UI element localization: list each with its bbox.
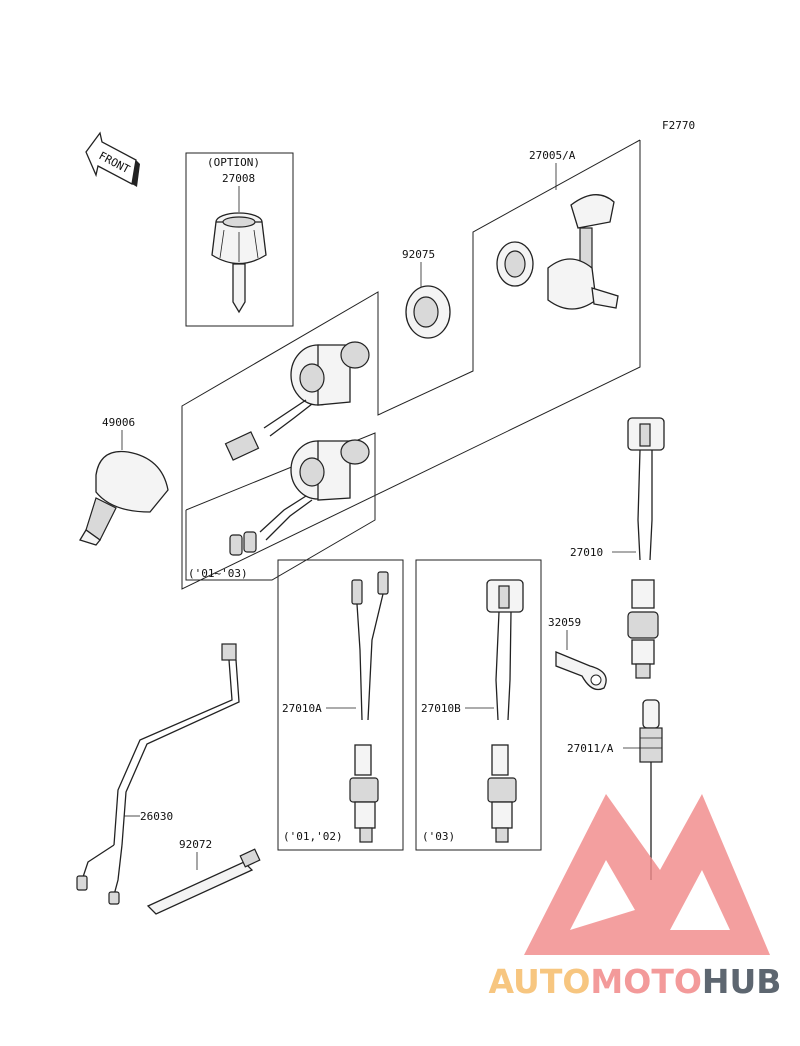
cable-tie-92072 <box>146 848 261 915</box>
front-arrow-icon: FRONT <box>85 131 140 187</box>
ignition-switch-upper <box>224 341 370 461</box>
option-box <box>185 152 294 327</box>
watermark-logo-icon <box>524 794 770 955</box>
label-27008: 27008 <box>222 172 255 185</box>
box-27010A <box>277 559 404 851</box>
label-92075: 92075 <box>402 248 435 261</box>
lock-cylinder-parts <box>496 194 619 310</box>
watermark-wordmark: AUTOMOTOHUB <box>470 962 800 1002</box>
option-note: (OPTION) <box>207 156 260 169</box>
label-32059: 32059 <box>548 616 581 629</box>
cap-49006 <box>79 450 169 546</box>
note-years-01-03: ('01~'03) <box>188 567 248 580</box>
bracket-32059 <box>555 651 607 691</box>
ignition-switch-lower <box>229 439 370 556</box>
figure-code: F2770 <box>662 119 695 132</box>
label-27010A: 27010A <box>282 702 322 715</box>
switch-27010A <box>349 571 389 843</box>
label-27005: 27005/A <box>529 149 576 162</box>
label-27011: 27011/A <box>567 742 614 755</box>
sensor-27011 <box>639 699 663 880</box>
watermark-hub: HUB <box>701 962 782 1001</box>
label-49006: 49006 <box>102 416 135 429</box>
key-27008 <box>211 212 267 314</box>
note-years-03: ('03) <box>422 830 455 843</box>
watermark-moto: MOTO <box>590 962 702 1001</box>
note-years-01-02: ('01,'02) <box>283 830 343 843</box>
harness-26030 <box>76 643 240 905</box>
label-92072: 92072 <box>179 838 212 851</box>
label-26030: 26030 <box>140 810 173 823</box>
seal-92075 <box>405 285 451 339</box>
label-27010: 27010 <box>570 546 603 559</box>
switch-27010B <box>486 579 524 843</box>
watermark-auto: AUTO <box>488 962 591 1001</box>
switch-27010 <box>627 417 665 679</box>
label-27010B: 27010B <box>421 702 461 715</box>
box-27010B <box>415 559 542 851</box>
